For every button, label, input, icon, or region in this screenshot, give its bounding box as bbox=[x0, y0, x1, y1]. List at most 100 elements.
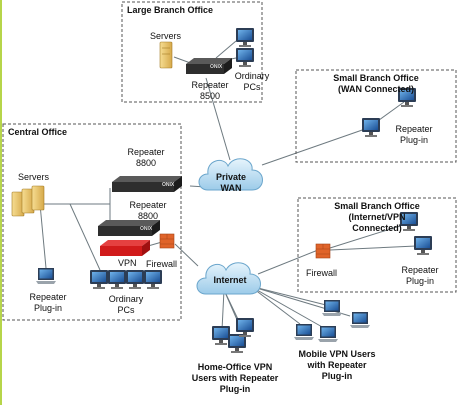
desktop-pc-icon bbox=[414, 236, 432, 255]
servers-central-label: Servers bbox=[18, 172, 50, 182]
link-internet-home-3 bbox=[223, 289, 239, 323]
laptop-icon bbox=[350, 312, 370, 328]
cloud-icon bbox=[198, 158, 263, 191]
repeater-plugin-central-label: Repeater Plug-in bbox=[26, 292, 70, 314]
private-wan-label-line1: Private bbox=[215, 172, 247, 182]
ordinary-pcs-large-label-line2: PCs bbox=[243, 82, 261, 92]
repeater-8800-lower-label-line1: Repeater bbox=[129, 200, 167, 210]
repeater-8500-label: Repeater 8500 bbox=[190, 80, 230, 102]
repeater-8800-lower-label: Repeater 8800 bbox=[128, 200, 168, 222]
small-branch-wan-title: Small Branch Office (WAN Connected) bbox=[300, 73, 452, 95]
ordinary-pcs-central-label-line1: Ordinary bbox=[108, 294, 144, 304]
desktop-pc-icon bbox=[126, 270, 144, 289]
link-trunk-pcs bbox=[69, 203, 101, 271]
appliance-icon bbox=[186, 58, 232, 74]
link-internet-mobile-4 bbox=[249, 285, 325, 329]
appliance-brand-8800-upper: ONIX bbox=[162, 182, 175, 188]
small-branch-vpn-border bbox=[297, 197, 457, 293]
link-internet-vpn-firewall bbox=[257, 249, 319, 275]
link-internet-mobile-2 bbox=[249, 285, 331, 307]
desktop-pc-icon bbox=[212, 326, 230, 345]
desktop-pc-icon bbox=[144, 270, 162, 289]
repeater-plugin-wan-label: Repeater Plug-in bbox=[394, 124, 434, 146]
repeater-plugin-vpn-label-line2: Plug-in bbox=[405, 276, 434, 286]
small-branch-vpn-title: Small Branch Office (Internet/VPN Connec… bbox=[300, 201, 454, 234]
firewall-vpn-label: Firewall bbox=[306, 268, 338, 278]
link-internet-mobile-1 bbox=[249, 285, 301, 325]
appliance-icon bbox=[112, 176, 182, 192]
desktop-pc-icon bbox=[236, 48, 254, 67]
repeater-8800-upper-label-line1: Repeater bbox=[127, 147, 165, 157]
firewall-central-label: Firewall bbox=[146, 259, 178, 269]
repeater-plugin-central-label-line1: Repeater bbox=[29, 292, 67, 302]
repeater-plugin-wan-label-line1: Repeater bbox=[395, 124, 433, 134]
repeater-8800-upper-label: Repeater 8800 bbox=[126, 147, 166, 169]
vpn-router-icon bbox=[100, 240, 150, 256]
repeater-8800-upper-label-line2: 8800 bbox=[135, 158, 157, 168]
repeater-8500-label-line1: Repeater bbox=[191, 80, 229, 90]
home-office-vpn-label-line3: Plug-in bbox=[219, 384, 251, 394]
large-branch-border bbox=[121, 1, 263, 103]
server-icon bbox=[11, 185, 45, 217]
left-accent-bar bbox=[0, 0, 2, 405]
repeater-8500-label-line2: 8500 bbox=[199, 91, 221, 101]
ordinary-pcs-large-label-line1: Ordinary bbox=[234, 71, 270, 81]
laptop-icon bbox=[322, 300, 342, 316]
vpn-label: VPN bbox=[118, 258, 137, 268]
link-large-branch-wan bbox=[205, 77, 231, 161]
large-branch-title: Large Branch Office bbox=[127, 5, 214, 15]
firewall-icon bbox=[159, 233, 175, 249]
laptop-icon bbox=[294, 324, 314, 340]
small-branch-vpn-title-line2: (Internet/VPN bbox=[348, 212, 406, 222]
mobile-vpn-label-line1: Mobile VPN Users bbox=[298, 349, 376, 359]
small-branch-vpn-title-line1: Small Branch Office bbox=[334, 201, 420, 211]
repeater-plugin-central-label-line2: Plug-in bbox=[33, 303, 62, 313]
repeater-plugin-vpn-label-line1: Repeater bbox=[401, 265, 439, 275]
small-branch-wan-border bbox=[295, 69, 457, 163]
private-wan-label-line2: WAN bbox=[220, 183, 242, 193]
private-wan-label: Private WAN bbox=[206, 172, 256, 194]
repeater-plugin-wan-label-line2: Plug-in bbox=[399, 135, 428, 145]
ordinary-pcs-central-label-line2: PCs bbox=[117, 305, 135, 315]
link-vpnfw-pc-2 bbox=[329, 245, 417, 251]
link-trunk-plugin bbox=[39, 203, 47, 269]
small-branch-wan-title-line1: Small Branch Office bbox=[333, 73, 419, 83]
desktop-pc-icon bbox=[108, 270, 126, 289]
firewall-icon bbox=[315, 243, 331, 259]
central-office-title: Central Office bbox=[8, 127, 68, 137]
desktop-pc-icon bbox=[362, 118, 380, 137]
link-pcs-appliance-large-1 bbox=[215, 40, 237, 59]
mobile-vpn-label: Mobile VPN Users with Repeater Plug-in bbox=[292, 349, 382, 382]
repeater-8800-lower-label-line2: 8800 bbox=[137, 211, 159, 221]
central-office-border bbox=[2, 123, 182, 321]
appliance-icon bbox=[98, 220, 160, 236]
mobile-vpn-label-line3: Plug-in bbox=[321, 371, 353, 381]
mobile-vpn-label-line2: with Repeater bbox=[307, 360, 367, 370]
server-icon bbox=[159, 41, 173, 69]
ordinary-pcs-large-label: Ordinary PCs bbox=[232, 71, 272, 93]
internet-label: Internet bbox=[213, 275, 247, 285]
link-vpn-firewall bbox=[147, 241, 163, 247]
desktop-pc-icon bbox=[236, 28, 254, 47]
link-firewall-internet bbox=[174, 243, 199, 267]
repeater-plugin-vpn-label: Repeater Plug-in bbox=[400, 265, 440, 287]
appliance-brand-8500: ONIX bbox=[210, 64, 223, 70]
small-branch-vpn-title-line3: Connected) bbox=[352, 223, 402, 233]
ordinary-pcs-central-label: Ordinary PCs bbox=[104, 294, 148, 316]
connection-lines bbox=[39, 40, 417, 337]
desktop-pc-icon bbox=[90, 270, 108, 289]
home-office-vpn-label: Home-Office VPN Users with Repeater Plug… bbox=[180, 362, 290, 395]
servers-large-label: Servers bbox=[150, 31, 182, 41]
appliance-brand-8800-lower: ONIX bbox=[140, 226, 153, 232]
link-vpnfw-pc-1 bbox=[329, 225, 401, 249]
laptop-icon bbox=[36, 268, 56, 284]
laptop-icon bbox=[318, 326, 338, 342]
home-office-vpn-label-line2: Users with Repeater bbox=[191, 373, 279, 383]
home-office-vpn-label-line1: Home-Office VPN bbox=[197, 362, 273, 372]
link-wan-small-branch bbox=[261, 127, 369, 166]
link-internet-home-1 bbox=[221, 289, 225, 331]
small-branch-wan-title-line2: (WAN Connected) bbox=[338, 84, 414, 94]
cloud-icon bbox=[196, 262, 261, 295]
